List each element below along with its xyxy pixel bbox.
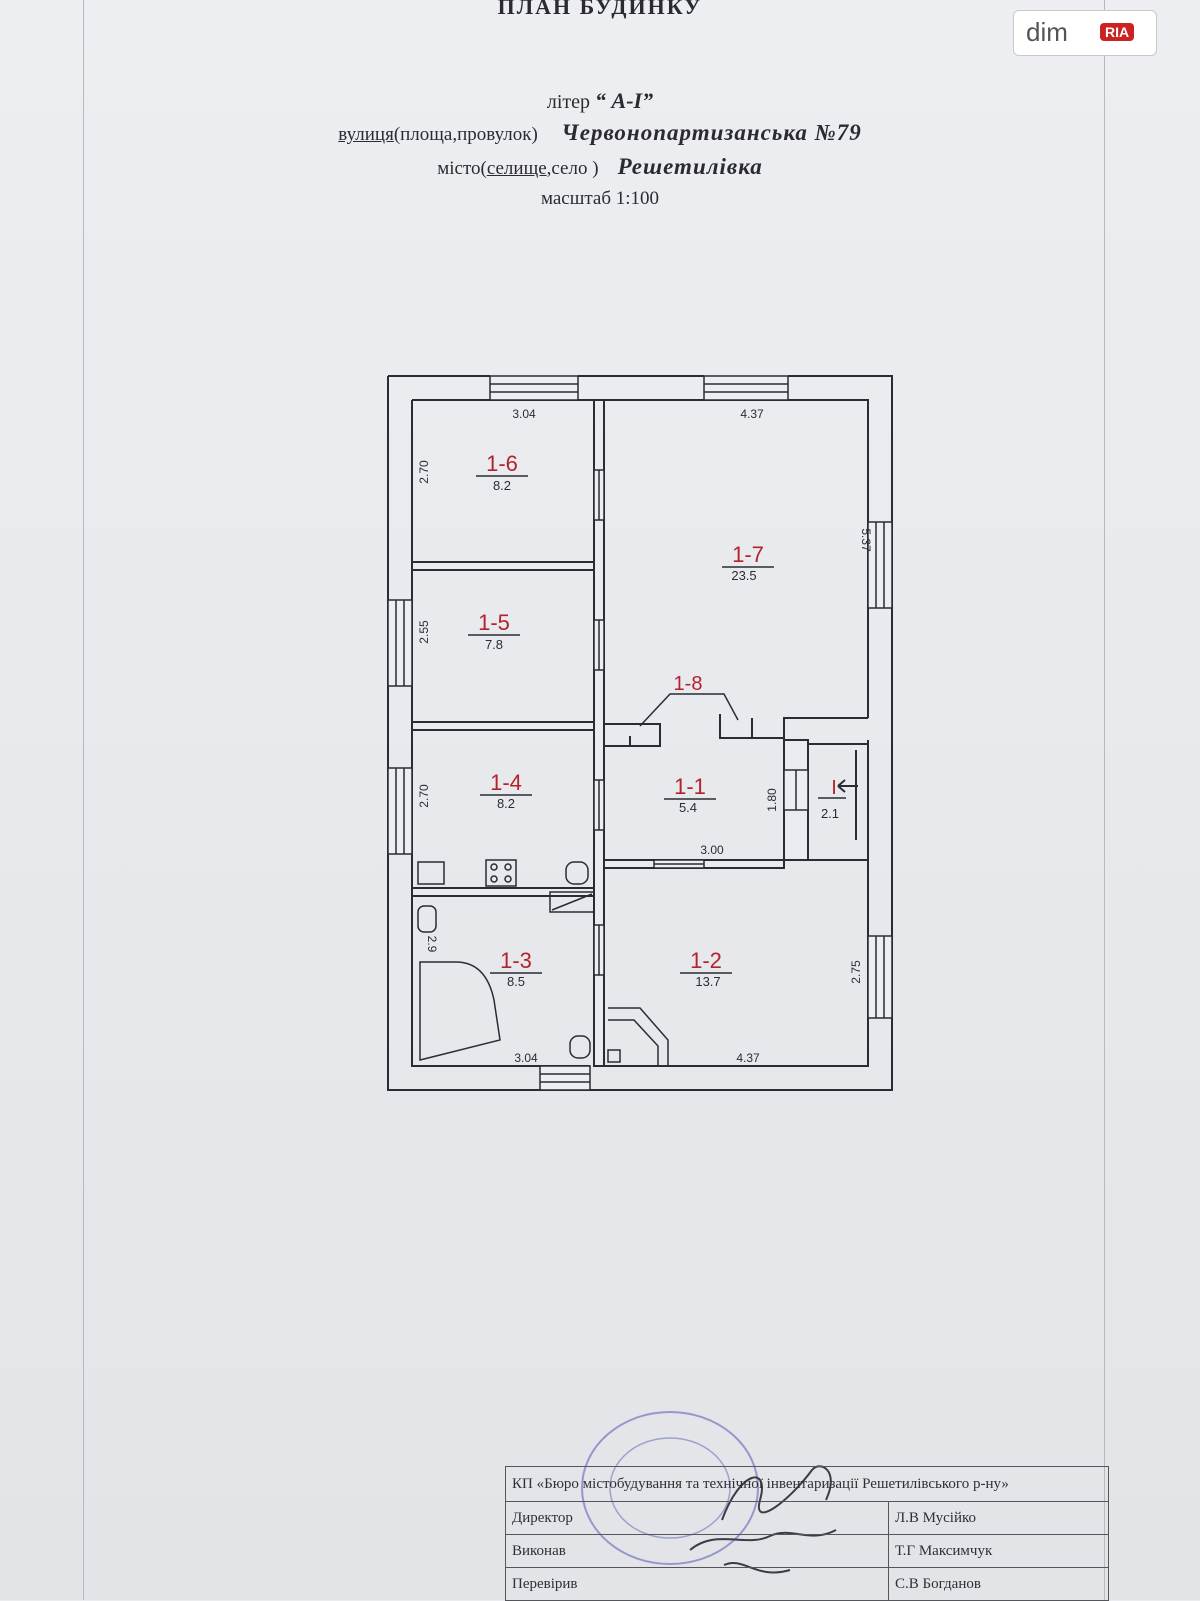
street-label-rest: (площа,провулок) <box>393 124 538 145</box>
outer-walls <box>387 375 893 1091</box>
room-1-2-area: 13.7 <box>695 974 720 989</box>
title-block-row: Виконав Т.Г Максимчук <box>505 1534 1109 1568</box>
margin-line-right <box>1104 0 1105 1600</box>
scale-line: масштаб 1:100 <box>540 188 660 209</box>
room-areas: 8.2 7.8 8.2 8.5 23.5 5.4 13.7 2.1 <box>485 478 839 989</box>
porch-walls <box>808 743 868 861</box>
room-1-6-area: 8.2 <box>493 478 511 493</box>
city-label-a: місто( <box>437 158 487 179</box>
title-block-row: Перевірив С.В Богданов <box>505 1567 1109 1601</box>
dim-1-1-width: 3.00 <box>700 843 724 857</box>
dim-1-5-height: 2.55 <box>417 620 431 644</box>
dim-1-3-height: 2.9 <box>425 936 439 953</box>
litera-value: “ А-І” <box>595 88 654 113</box>
dim-1-4-height: 2.70 <box>417 784 431 808</box>
margin-line-left <box>83 0 84 1600</box>
toilet-fixture <box>569 1035 591 1059</box>
logo-badge: RIA <box>1100 23 1135 41</box>
title-block-name: Т.Г Максимчук <box>888 1534 1109 1568</box>
bathtub-fixture <box>419 961 501 1061</box>
room-1-6-id: 1-6 <box>486 451 518 476</box>
room-1-4-area: 8.2 <box>497 796 515 811</box>
room-1-1-id: 1-1 <box>674 774 706 799</box>
fixtures <box>417 859 595 1061</box>
room-labels: 1-6 1-5 1-4 1-3 1-7 1-1 1-2 I 1-8 <box>478 451 837 973</box>
dim-1-6-height: 2.70 <box>417 460 431 484</box>
city-line: місто(селище,село ) Решетилівка <box>0 154 1200 180</box>
stairs <box>607 1007 669 1066</box>
dim-1-7-height: 5.37 <box>859 528 873 552</box>
room-I-area: 2.1 <box>821 806 839 821</box>
sink-bath-fixture <box>417 905 437 933</box>
litera-line: літер “ А-І” <box>0 88 1200 114</box>
dim-1-2-height: 2.75 <box>849 960 863 984</box>
dim-1-3-width: 3.04 <box>514 1051 538 1065</box>
room-1-7-area: 23.5 <box>731 568 756 583</box>
litera-label: літер <box>546 91 591 113</box>
dim-1-7-width: 4.37 <box>740 407 764 421</box>
city-label-c: ,село ) <box>546 158 599 179</box>
city-label-b: селище <box>486 158 547 179</box>
title-block-role: Виконав <box>505 1534 889 1568</box>
plan-title: ПЛАН БУДИНКУ <box>497 0 703 19</box>
room-1-4-id: 1-4 <box>490 770 522 795</box>
title-block-row: Директор Л.В Мусійко <box>505 1501 1109 1535</box>
street-value: Червонопартизанська №79 <box>561 120 862 145</box>
title-block-role: Директор <box>505 1501 889 1535</box>
dim-1-2-width: 4.37 <box>736 1051 760 1065</box>
corridor-partitions <box>604 714 868 747</box>
logo-text: dim <box>1026 17 1068 47</box>
dimria-logo: dim RIA <box>1013 10 1157 56</box>
room-I-id: I <box>831 777 837 799</box>
leaders <box>468 475 846 974</box>
room-1-5-id: 1-5 <box>478 610 510 635</box>
room-1-8-id: 1-8 <box>674 673 703 695</box>
doors <box>593 469 809 976</box>
dim-1-1-height: 1.80 <box>765 788 779 812</box>
room-1-3-id: 1-3 <box>500 948 532 973</box>
street-line: вулиця(площа,провулок) Червонопартизансь… <box>0 120 1200 146</box>
title-block-org: КП «Бюро містобудування та технічної інв… <box>505 1466 1109 1502</box>
boiler-fixture <box>565 861 589 885</box>
dim-1-6-width: 3.04 <box>512 407 536 421</box>
room-1-2-id: 1-2 <box>690 948 722 973</box>
windows <box>387 375 893 1091</box>
room-1-5-area: 7.8 <box>485 637 503 652</box>
title-block-role: Перевірив <box>505 1567 889 1601</box>
room-1-7-id: 1-7 <box>732 542 764 567</box>
stove-fixture <box>485 859 517 887</box>
dimension-labels: 3.04 4.37 2.70 5.37 2.55 2.70 1.80 3.00 … <box>417 407 873 1065</box>
title-block-name: Л.В Мусійко <box>888 1501 1109 1535</box>
sink-fixture <box>417 861 445 885</box>
street-label-underlined: вулиця <box>338 124 394 145</box>
title-block-name: С.В Богданов <box>888 1567 1109 1601</box>
interior-walls <box>411 399 809 1067</box>
city-value: Решетилівка <box>617 154 763 179</box>
room-1-1-area: 5.4 <box>679 800 697 815</box>
title-block: КП «Бюро містобудування та технічної інв… <box>505 1466 1109 1601</box>
vent-block <box>549 891 595 913</box>
room-1-3-area: 8.5 <box>507 974 525 989</box>
